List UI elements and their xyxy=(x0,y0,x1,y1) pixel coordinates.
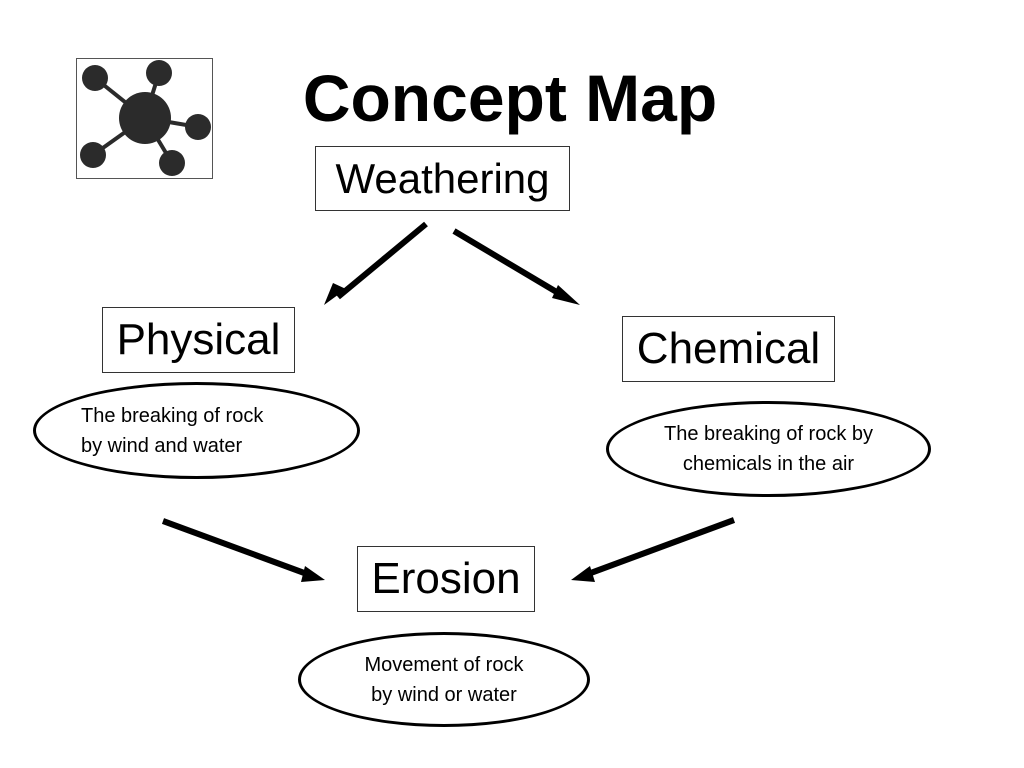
chemical-description-text: The breaking of rock by chemicals in the… xyxy=(664,423,873,475)
arrowhead-erosion-left xyxy=(301,566,325,582)
arrow-chemical-erosion xyxy=(586,517,736,577)
node-physical: Physical xyxy=(102,307,295,373)
arrowhead-erosion-right xyxy=(571,566,595,582)
physical-description-text: The breaking of rock by wind and water xyxy=(81,404,264,457)
arrowhead-physical xyxy=(324,283,346,305)
arrow-weathering-chemical xyxy=(452,228,567,300)
network-hub-icon xyxy=(76,58,213,179)
physical-description-oval: The breaking of rock by wind and water xyxy=(33,382,360,479)
erosion-description-text: Movement of rock by wind or water xyxy=(364,653,524,706)
node-chemical: Chemical xyxy=(622,316,835,382)
arrowhead-chemical xyxy=(552,285,580,305)
page-title: Concept Map xyxy=(302,61,718,135)
arrow-weathering-physical xyxy=(336,221,428,300)
node-weathering-label: Weathering xyxy=(335,154,550,202)
node-chemical-label: Chemical xyxy=(636,324,821,373)
arrow-physical-erosion xyxy=(161,518,309,577)
node-weathering: Weathering xyxy=(315,146,570,211)
chemical-description-oval: The breaking of rock by chemicals in the… xyxy=(606,401,931,497)
erosion-description-oval: Movement of rock by wind or water xyxy=(298,632,590,727)
node-erosion: Erosion xyxy=(357,546,535,612)
node-physical-label: Physical xyxy=(116,315,281,364)
node-erosion-label: Erosion xyxy=(371,554,521,603)
